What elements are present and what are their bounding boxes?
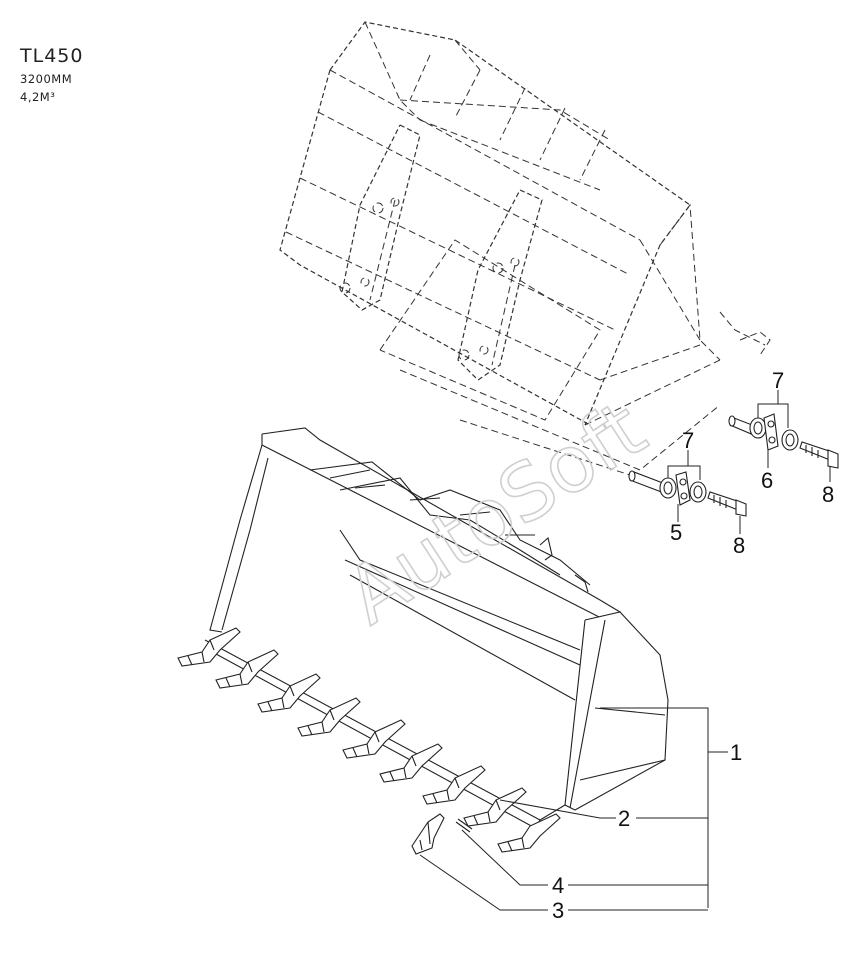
callouts: 1 2 3 4 5 6 7 7 8 8 <box>552 368 834 923</box>
bucket-teeth <box>177 627 561 855</box>
tooth-2 <box>215 649 279 689</box>
tooth-9 <box>497 813 561 853</box>
watermark: AutoSoft <box>331 384 661 642</box>
callout-2: 2 <box>618 806 630 831</box>
tooth-7 <box>422 765 486 805</box>
tooth-6 <box>379 743 443 783</box>
leader-lines <box>419 390 831 911</box>
tooth-1 <box>177 627 241 667</box>
capacity-label: 4,2M³ <box>20 90 56 104</box>
callout-7-left: 7 <box>682 428 694 453</box>
callout-5: 5 <box>670 520 682 545</box>
tooth-3 <box>257 673 321 713</box>
callout-7-right: 7 <box>772 368 784 393</box>
tooth-8 <box>463 787 527 827</box>
callout-8-right: 8 <box>822 482 834 507</box>
callout-3: 3 <box>552 898 564 923</box>
title-block: TL450 3200MM 4,2M³ <box>20 44 83 104</box>
callout-8-left: 8 <box>733 533 745 558</box>
bucket-body <box>204 427 669 829</box>
exploded-tooth <box>411 813 445 855</box>
width-label: 3200MM <box>20 72 73 86</box>
tooth-4 <box>297 697 361 737</box>
pin-assembly-left <box>628 470 747 517</box>
callout-1: 1 <box>730 740 742 765</box>
phantom-bucket <box>279 21 771 476</box>
callout-4: 4 <box>552 873 564 898</box>
tooth-5 <box>342 719 406 759</box>
callout-6: 6 <box>761 468 773 493</box>
model-label: TL450 <box>20 45 84 67</box>
pin-assembly-right <box>728 413 839 469</box>
retaining-pin <box>455 818 473 833</box>
